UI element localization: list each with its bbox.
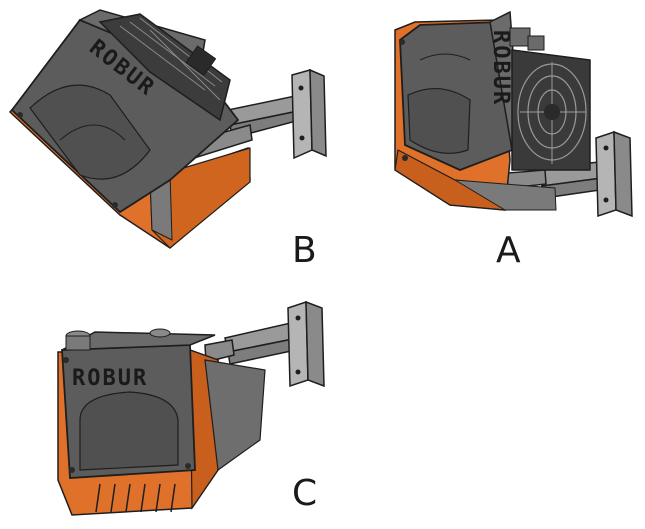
brand-logo-view-c: ROBUR	[72, 366, 148, 391]
view-label-c: C	[292, 473, 317, 514]
fan-guard-icon	[511, 49, 591, 171]
view-label-a: A	[496, 230, 521, 271]
wall-bracket-icon	[204, 300, 325, 388]
fan-guard-icon	[98, 13, 231, 122]
louver-vents	[95, 483, 176, 513]
brand-logo-view-a: ROBUR	[488, 30, 513, 106]
heater-unit-view-c: ROBUR C	[57, 300, 325, 516]
heater-unit-view-b: ROBUR B	[8, 9, 327, 271]
view-label-b: B	[292, 230, 317, 271]
heater-unit-view-a: ROBUR A	[394, 10, 633, 271]
